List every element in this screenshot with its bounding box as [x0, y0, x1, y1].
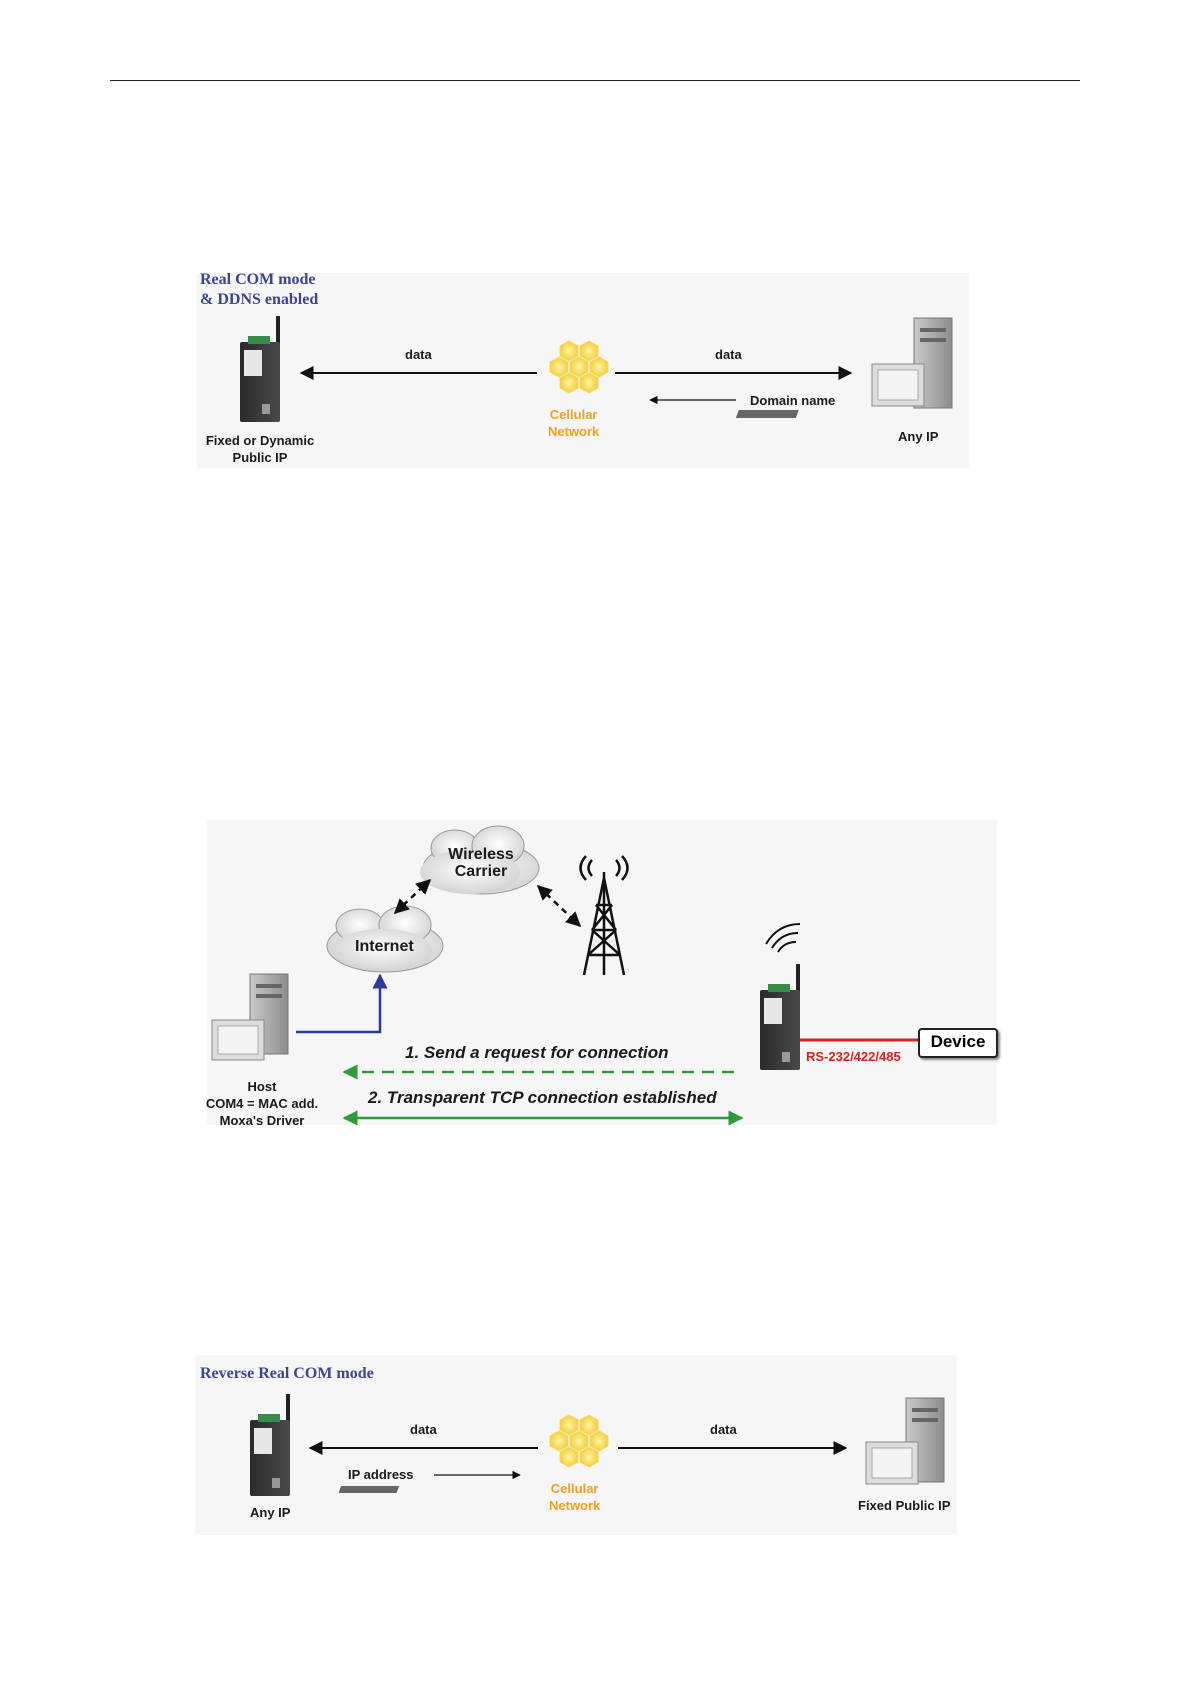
wireless-carrier-label: Wireless Carrier	[448, 846, 514, 880]
diagram-title: Reverse Real COM mode	[200, 1365, 374, 1382]
signal-waves-icon	[765, 923, 801, 953]
host-line-1: Host	[247, 1079, 277, 1094]
gateway-ip-label: Fixed or Dynamic Public IP	[201, 432, 319, 466]
host-line-3: Moxa's Driver	[219, 1113, 305, 1128]
cellular-network-icon	[549, 340, 609, 394]
any-ip-label: Any IP	[898, 429, 939, 444]
any-ip-label: Any IP	[250, 1505, 291, 1520]
step-2-label: 2. Transparent TCP connection establishe…	[368, 1088, 717, 1107]
host-line-2: COM4 = MAC add.	[205, 1096, 319, 1111]
internet-label: Internet	[355, 938, 414, 955]
title-line-2: & DDNS enabled	[200, 291, 319, 308]
data-label-left: data	[410, 1422, 437, 1437]
gateway-ip-line-1: Fixed or Dynamic	[205, 433, 315, 448]
data-label-right: data	[715, 347, 742, 362]
diagram-title: Real COM mode & DDNS enabled	[200, 270, 318, 310]
host-label: Host COM4 = MAC add. Moxa's Driver	[200, 1078, 324, 1129]
header-rule	[110, 80, 1080, 81]
carrier-internet-link	[393, 878, 432, 915]
cloud-icon	[420, 825, 540, 895]
network-line-1: Cellular	[549, 407, 598, 422]
fixed-public-ip-label: Fixed Public IP	[858, 1498, 951, 1513]
data-label-left: data	[405, 347, 432, 362]
gateway-icon	[250, 1394, 290, 1496]
domain-name-label: Domain name	[750, 393, 836, 408]
device-box: Device	[918, 1028, 998, 1058]
wireless-line-2: Carrier	[454, 863, 508, 880]
host-internet-link	[296, 973, 388, 1034]
step-1-label: 1. Send a request for connection	[405, 1043, 669, 1062]
title-line-1: Real COM mode	[200, 271, 316, 288]
network-line-2: Network	[548, 424, 600, 439]
network-line-1: Cellular	[550, 1481, 599, 1496]
ip-address-label: IP address	[348, 1467, 414, 1482]
diagram-background	[207, 820, 997, 1125]
cellular-network-label: Cellular Network	[548, 406, 599, 440]
gateway-ip-line-2: Public IP	[232, 450, 288, 465]
data-label-right: data	[710, 1422, 737, 1437]
carrier-tower-link	[536, 884, 582, 928]
cell-tower-icon	[579, 855, 629, 976]
gateway-icon	[240, 316, 280, 422]
network-line-2: Network	[549, 1498, 601, 1513]
cellular-network-label: Cellular Network	[549, 1480, 600, 1514]
cellular-network-icon	[549, 1414, 609, 1468]
server-computer-icon	[735, 317, 953, 418]
server-computer-icon	[338, 1397, 945, 1493]
server-computer-icon	[211, 973, 289, 1061]
serial-interface-label: RS-232/422/485	[806, 1049, 901, 1064]
gateway-icon	[760, 964, 800, 1070]
wireless-line-1: Wireless	[448, 846, 514, 863]
